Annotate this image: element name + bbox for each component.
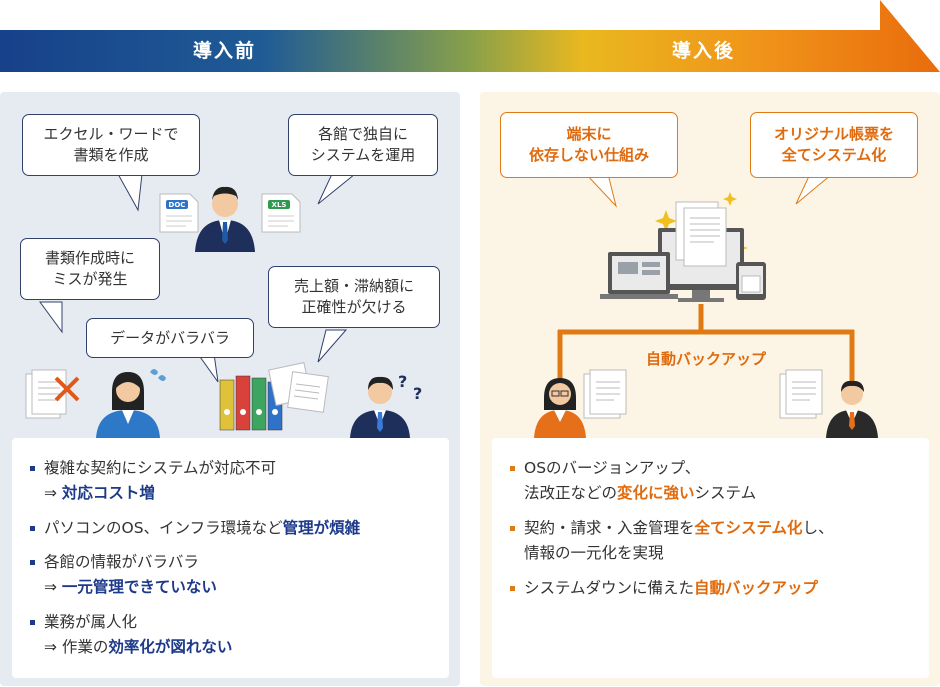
bullet-line: ⇒ 一元管理できていない	[30, 575, 217, 600]
bubble-device-independent: 端末に 依存しない仕組み	[500, 112, 678, 178]
bubble-line: システムを運用	[310, 146, 416, 164]
bullet-line: 業務が属人化	[44, 613, 138, 631]
bullet-square	[30, 560, 35, 565]
bullet-prefix: 契約・請求・入金管理を	[524, 519, 695, 537]
bullet-line: OSのバージョンアップ、	[524, 459, 701, 477]
list-item: 複雑な契約にシステムが対応不可 ⇒ 対応コスト増	[30, 456, 276, 506]
devices-icon	[600, 201, 766, 302]
bubble-line: 各館で独自に	[317, 125, 408, 143]
confused-man-icon	[350, 376, 410, 438]
bubble-line: 全てシステム化	[781, 146, 887, 164]
bullet-line: 各館の情報がバラバラ	[44, 553, 199, 571]
bubble-line: エクセル・ワードで	[43, 125, 179, 143]
list-item: 契約・請求・入金管理を全てシステム化し、 情報の一元化を実現	[510, 516, 834, 566]
bullet-line: 複雑な契約にシステムが対応不可	[44, 459, 277, 477]
bullet-suffix: システム	[694, 484, 757, 502]
before-label: 導入前	[193, 40, 257, 62]
before-illustration: DOC XLS	[25, 173, 410, 438]
bullet-prefix: 法改正などの	[524, 484, 618, 502]
bubble-line: オリジナル帳票を	[773, 125, 894, 143]
bubble-line: 書類作成時に	[44, 249, 135, 267]
bullet-prefix: ⇒	[44, 578, 62, 596]
binders-and-papers-icon	[219, 362, 329, 431]
bullet-line: ⇒ 対応コスト増	[30, 481, 276, 506]
bubble-line: 依存しない仕組み	[528, 146, 649, 164]
xls-label: XLS	[272, 201, 287, 209]
worried-woman-icon	[96, 369, 166, 438]
sparkle-icon	[655, 210, 677, 232]
bubble-line: 正確性が欠ける	[301, 298, 407, 316]
list-item: 業務が属人化 ⇒ 作業の効率化が図れない	[30, 610, 232, 660]
bubble-line: 書類を作成	[73, 146, 149, 164]
bullet-prefix: ⇒	[44, 484, 62, 502]
staff-man-icon	[826, 380, 878, 438]
list-item: OSのバージョンアップ、 法改正などの変化に強いシステム	[510, 456, 756, 506]
bubble-scattered-data: データがバラバラ	[86, 318, 254, 358]
bubble-line: ミスが発生	[52, 270, 128, 288]
bullet-emphasis: 対応コスト増	[61, 484, 155, 502]
bullet-line: 法改正などの変化に強いシステム	[510, 481, 756, 506]
bullet-emphasis: 一元管理できていない	[61, 578, 217, 596]
bubble-line: データがバラバラ	[110, 328, 230, 347]
papers-icon	[583, 369, 627, 419]
bubble-excel-word: エクセル・ワードで 書類を作成	[22, 114, 200, 176]
bullet-emphasis: 変化に強い	[617, 484, 695, 502]
list-item: パソコンのOS、インフラ環境など管理が煩雑	[30, 516, 360, 541]
before-issues-list: 複雑な契約にシステムが対応不可 ⇒ 対応コスト増 パソコンのOS、インフラ環境な…	[12, 438, 449, 678]
bullet-line: パソコンのOS、インフラ環境など管理が煩雑	[30, 516, 360, 541]
papers-icon	[779, 369, 823, 419]
after-illustration	[534, 173, 878, 438]
bullet-emphasis: 全てシステム化	[694, 519, 803, 537]
bubble-inaccurate-amounts: 売上額・滞納額に 正確性が欠ける	[268, 266, 440, 328]
bullet-line: 契約・請求・入金管理を全てシステム化し、	[510, 516, 834, 541]
bullet-prefix: システムダウンに備えた	[524, 579, 695, 597]
bullet-prefix: ⇒ 作業の	[44, 638, 109, 656]
bullet-square	[30, 466, 35, 471]
bullet-square	[30, 526, 35, 531]
papers-with-error-icon	[25, 369, 80, 419]
question-mark-2: ?	[413, 384, 423, 403]
businessman-icon	[195, 186, 255, 252]
auto-backup-label: 自動バックアップ	[646, 350, 767, 368]
bullet-line: ⇒ 作業の効率化が図れない	[30, 635, 232, 660]
bullet-square	[510, 526, 515, 531]
xls-file-icon: XLS	[261, 193, 301, 233]
bullet-line: 情報の一元化を実現	[524, 544, 664, 562]
bullet-square	[510, 466, 515, 471]
list-item: 各館の情報がバラバラ ⇒ 一元管理できていない	[30, 550, 217, 600]
after-benefits-list: OSのバージョンアップ、 法改正などの変化に強いシステム 契約・請求・入金管理を…	[492, 438, 929, 678]
bullet-square	[510, 586, 515, 591]
sparkle-icon	[723, 192, 737, 206]
staff-woman-icon	[534, 378, 586, 438]
before-after-arrow	[0, 0, 940, 72]
bubble-line: 端末に	[566, 125, 612, 143]
bubble-line: 売上額・滞納額に	[293, 277, 414, 295]
list-item: システムダウンに備えた自動バックアップ	[510, 576, 818, 601]
bubble-document-errors: 書類作成時に ミスが発生	[20, 238, 160, 300]
bubble-own-system: 各館で独自に システムを運用	[288, 114, 438, 176]
bullet-square	[30, 620, 35, 625]
bullet-emphasis: 管理が煩雑	[282, 519, 361, 537]
bullet-emphasis: 自動バックアップ	[694, 579, 819, 597]
bullet-text: パソコンのOS、インフラ環境など	[44, 519, 283, 537]
bullet-line: システムダウンに備えた自動バックアップ	[510, 576, 818, 601]
doc-file-icon: DOC	[159, 193, 199, 233]
bubble-original-forms: オリジナル帳票を 全てシステム化	[750, 112, 918, 178]
bullet-suffix: し、	[802, 519, 834, 537]
question-mark-1: ?	[398, 372, 408, 391]
after-label: 導入後	[672, 40, 736, 62]
bullet-emphasis: 効率化が図れない	[108, 638, 233, 656]
doc-label: DOC	[169, 201, 186, 209]
